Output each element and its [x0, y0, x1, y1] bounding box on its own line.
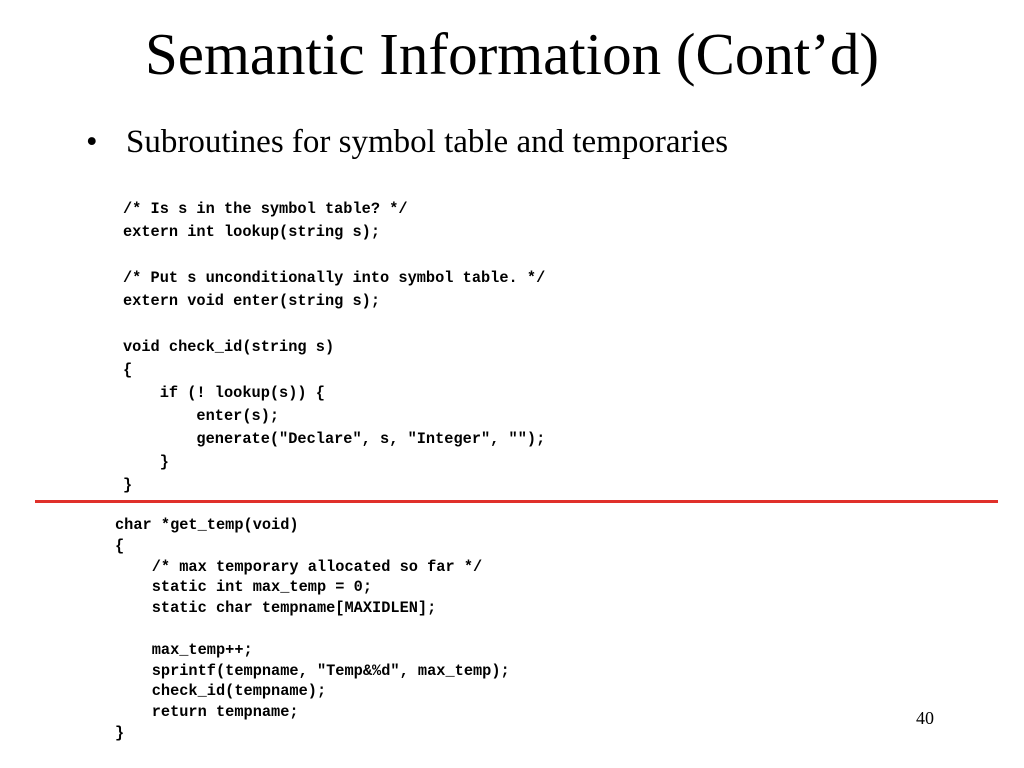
code-line: }: [123, 476, 133, 494]
code-line: {: [115, 536, 125, 555]
page-number: 40: [916, 708, 934, 728]
bullet-dot: •: [86, 124, 98, 160]
code-line: /* Put s unconditionally into symbol tab…: [123, 269, 546, 287]
code-line: return tempname;: [115, 703, 299, 722]
code-line: check_id(tempname);: [115, 682, 327, 701]
code-line: /* max temporary allocated so far */: [115, 557, 483, 576]
bullet-text: Subroutines for symbol table and tempora…: [126, 124, 729, 160]
code-line: }: [123, 453, 169, 471]
code-line: void check_id(string s): [123, 338, 335, 356]
code-line: max_temp++;: [115, 640, 253, 659]
code-line: char *get_temp(void): [115, 516, 299, 534]
code-line: if (! lookup(s)) {: [123, 384, 325, 402]
divider-line: [35, 500, 998, 503]
code-line: extern int lookup(string s);: [123, 223, 381, 241]
code-line: static char tempname[MAXIDLEN];: [115, 599, 437, 618]
code-block-get-temp: char *get_temp(void) { /* max temporary …: [115, 515, 510, 744]
code-line: extern void enter(string s);: [123, 292, 381, 310]
code-line: {: [123, 361, 133, 379]
code-line: generate("Declare", s, "Integer", "");: [123, 430, 546, 448]
code-line: static int max_temp = 0;: [115, 578, 373, 597]
code-line: /* Is s in the symbol table? */: [123, 200, 408, 218]
code-block-symbol-table: /* Is s in the symbol table? */ extern i…: [123, 198, 545, 497]
code-line: enter(s);: [123, 407, 280, 425]
code-line: }: [115, 723, 125, 742]
bullet-item: • Subroutines for symbol table and tempor…: [86, 120, 728, 164]
code-line: sprintf(tempname, "Temp&%d", max_temp);: [115, 661, 510, 680]
slide-title: Semantic Information (Cont’d): [144, 21, 880, 87]
